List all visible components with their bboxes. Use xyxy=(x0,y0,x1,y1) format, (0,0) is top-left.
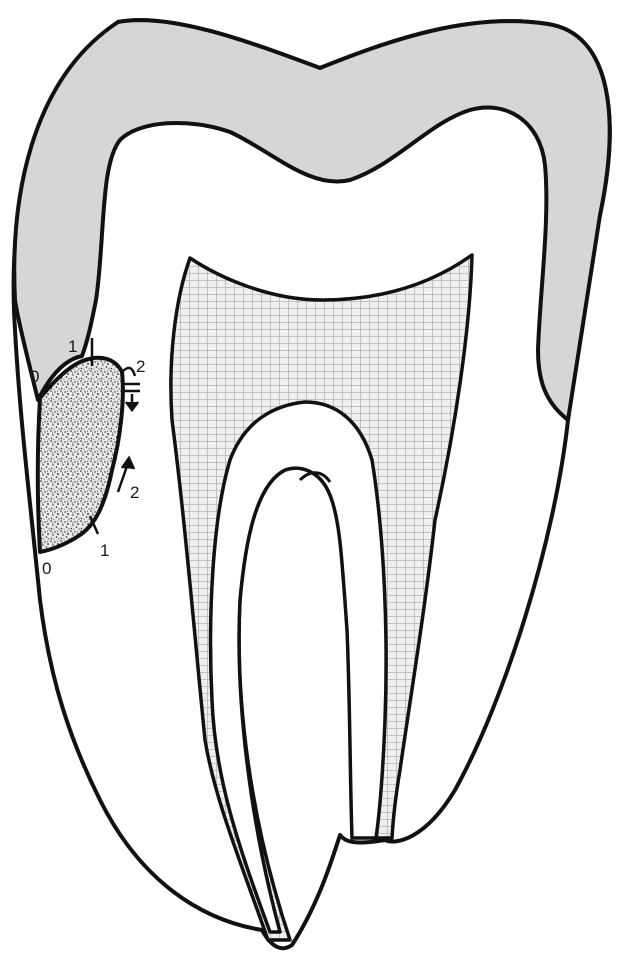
label-lower-0: 0 xyxy=(42,559,51,578)
label-upper-0: 0 xyxy=(30,367,39,386)
label-upper-2: 2 xyxy=(136,357,145,376)
label-lower-1: 1 xyxy=(100,541,109,560)
label-upper-1: 1 xyxy=(68,337,77,356)
label-lower-2: 2 xyxy=(130,483,139,502)
